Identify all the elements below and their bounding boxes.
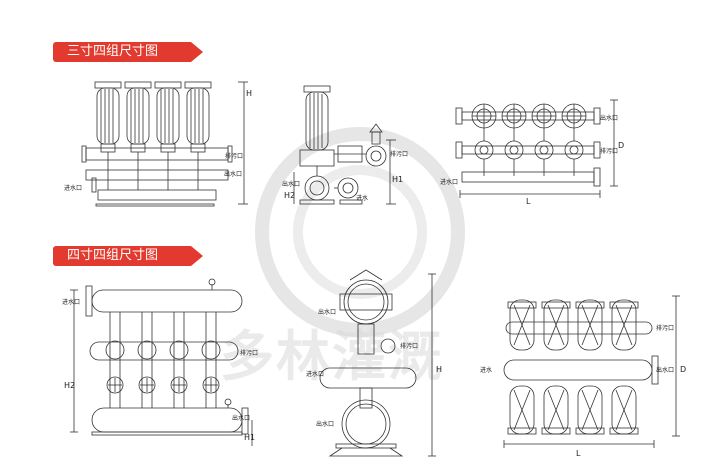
label-sewage-6: 排污口 [656,324,674,332]
drawing-4inch-side [319,269,436,457]
drawing-labels: 排污口 出水口 进水口 H 排污口 出水口 进水 H1 H2 出水口 排污口 进… [62,89,686,458]
drawing-4inch-front [70,278,253,446]
drawing-3inch-side [293,85,396,205]
label-outlet-4: 出水口 [232,414,250,422]
drawing-4inch-top [503,295,680,448]
watermark: 多林灌溉 [220,127,465,388]
label-inlet-5: 进水口 [306,370,324,378]
dim-H1-2: H1 [392,175,403,184]
label-sewage-1: 排污口 [225,152,243,160]
label-sewage-3: 排污口 [600,147,618,155]
dim-H2-2: H2 [284,191,295,200]
watermark-text: 多林灌溉 [220,325,444,388]
label-inlet-3: 进水口 [440,178,458,186]
dim-D-3: D [618,141,624,150]
label-sewage-4: 排污口 [240,349,258,357]
label-outlet-3: 出水口 [600,114,618,122]
label-inlet-1: 进水口 [64,184,82,192]
dim-H1-4: H1 [244,433,255,442]
dim-H-1: H [246,89,252,98]
dim-L-3: L [526,197,531,206]
drawing-3inch-top [455,99,618,198]
label-inlet-2: 进水 [356,194,368,202]
section-title-3inch: 三寸四组尺寸图 [53,42,203,62]
label-outlet-2: 出水口 [282,180,300,188]
dim-D-6: D [680,365,686,374]
section-title-4inch: 四寸四组尺寸图 [53,246,203,266]
label-sewage-2: 排污口 [390,150,408,158]
label-inlet-6: 进水 [480,366,492,374]
label-inlet-4: 进水口 [62,298,80,306]
label-outlet-5b: 出水口 [316,420,334,428]
label-sewage-5: 排污口 [400,342,418,350]
dim-H-5: H [436,365,442,374]
dim-L-6: L [576,449,581,458]
label-outlet-5a: 出水口 [318,308,336,316]
label-outlet-6: 出水口 [656,366,674,374]
label-outlet-1: 出水口 [224,170,242,178]
dim-H2-4: H2 [64,381,75,390]
drawing-3inch-front [81,81,248,207]
